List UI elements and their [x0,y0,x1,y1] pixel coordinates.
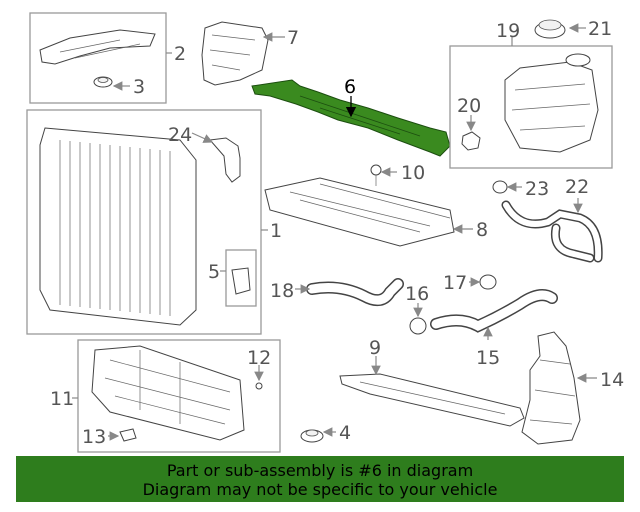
callout-17: 17 [443,272,467,294]
callout-23: 23 [525,178,549,200]
part-16-clamp [409,317,427,335]
callout-12: 12 [247,347,271,369]
part-10-clip [370,164,382,186]
part-23-clamp [492,180,508,194]
callout-box-11-13 [77,339,281,453]
callout-box-2-3 [29,12,167,104]
callout-4: 4 [339,422,351,444]
part-15-hose [430,289,558,333]
part-18-hose [306,278,404,307]
callout-15: 15 [476,347,500,369]
callout-22: 22 [565,176,589,198]
callout-6: 6 [344,76,356,98]
callout-9: 9 [369,337,381,359]
part-6-highlighted-baffle [251,79,451,157]
banner-line-1: Part or sub-assembly is #6 in diagram [166,461,474,480]
callout-box-19-20 [449,45,613,169]
callout-16: 16 [405,283,429,305]
callout-14: 14 [600,369,624,391]
callout-7: 7 [287,27,299,49]
part-4-grommet [300,429,324,443]
callout-20: 20 [457,95,481,117]
callout-21: 21 [588,18,612,40]
callout-8: 8 [476,219,488,241]
part-9-seal [339,373,525,427]
callout-13: 13 [82,426,106,448]
callout-19: 19 [496,20,520,42]
callout-24: 24 [168,124,192,146]
banner-line-2: Diagram may not be specific to your vehi… [142,480,498,499]
callout-11: 11 [50,388,74,410]
callout-10: 10 [401,162,425,184]
callout-18: 18 [270,280,294,302]
part-21-cap [534,19,566,39]
callout-1: 1 [270,220,282,242]
part-8-deflector [264,177,455,247]
part-highlight-banner: Part or sub-assembly is #6 in diagram Di… [16,456,624,502]
callout-3: 3 [133,76,145,98]
callout-5: 5 [208,261,220,283]
part-22-hose [501,200,603,263]
part-17-clamp [479,274,497,290]
part-14-air-guide [521,331,581,445]
callout-2: 2 [174,43,186,65]
part-7-shield [201,21,269,86]
callout-box-1-radiator [26,109,262,335]
